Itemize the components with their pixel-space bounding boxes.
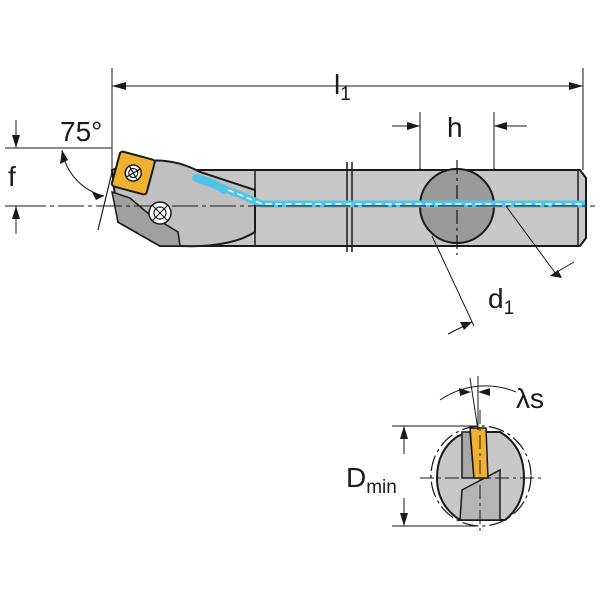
boring-bar-side-view: [20, 150, 595, 255]
dmin-arrow-top: [400, 426, 408, 439]
dimension-annotations: [5, 68, 584, 335]
lambda-arc: [439, 385, 517, 401]
d1-arrow-left: [460, 322, 472, 330]
boring-bar-end-view: [420, 410, 545, 535]
label-f: f: [8, 161, 16, 192]
label-dmin: Dmin: [346, 462, 397, 498]
h-arrow-right: [494, 122, 507, 130]
end-view-dimensions: [392, 376, 517, 527]
angle-arrow-bottom: [92, 192, 104, 200]
l1-arrow-left: [112, 82, 126, 90]
lambda-tilt-line: [469, 377, 479, 431]
d1-ext-right: [505, 205, 557, 275]
lambda-arrow-right: [478, 388, 490, 396]
label-angle: 75°: [60, 116, 102, 147]
label-lambda-s: λs: [516, 383, 544, 414]
label-h: h: [447, 112, 463, 143]
angle-arrow-top: [60, 150, 68, 164]
label-d1: d1: [488, 283, 514, 319]
h-arrow-left: [407, 122, 420, 130]
coolant-outlet: [192, 174, 228, 194]
lambda-arrow-left: [459, 388, 471, 396]
cutting-insert: [110, 150, 156, 196]
coolant-channel-dash: [199, 179, 585, 205]
label-l1: l1: [334, 69, 351, 105]
f-arrow-top: [12, 135, 20, 148]
end-insert: [469, 427, 489, 479]
bore-circle: [430, 425, 532, 527]
angle-ref-line: [97, 171, 113, 231]
angle-arc: [61, 149, 105, 197]
d1-arrow-right: [550, 270, 562, 278]
dmin-arrow-bottom: [400, 513, 408, 526]
l1-arrow-right: [569, 82, 583, 90]
labels: l1 h f 75° d1 λs Dmin: [8, 69, 544, 498]
f-arrow-bottom: [12, 206, 20, 219]
d1-ext-left: [431, 235, 475, 327]
clamp-screw-icon: [148, 201, 172, 225]
